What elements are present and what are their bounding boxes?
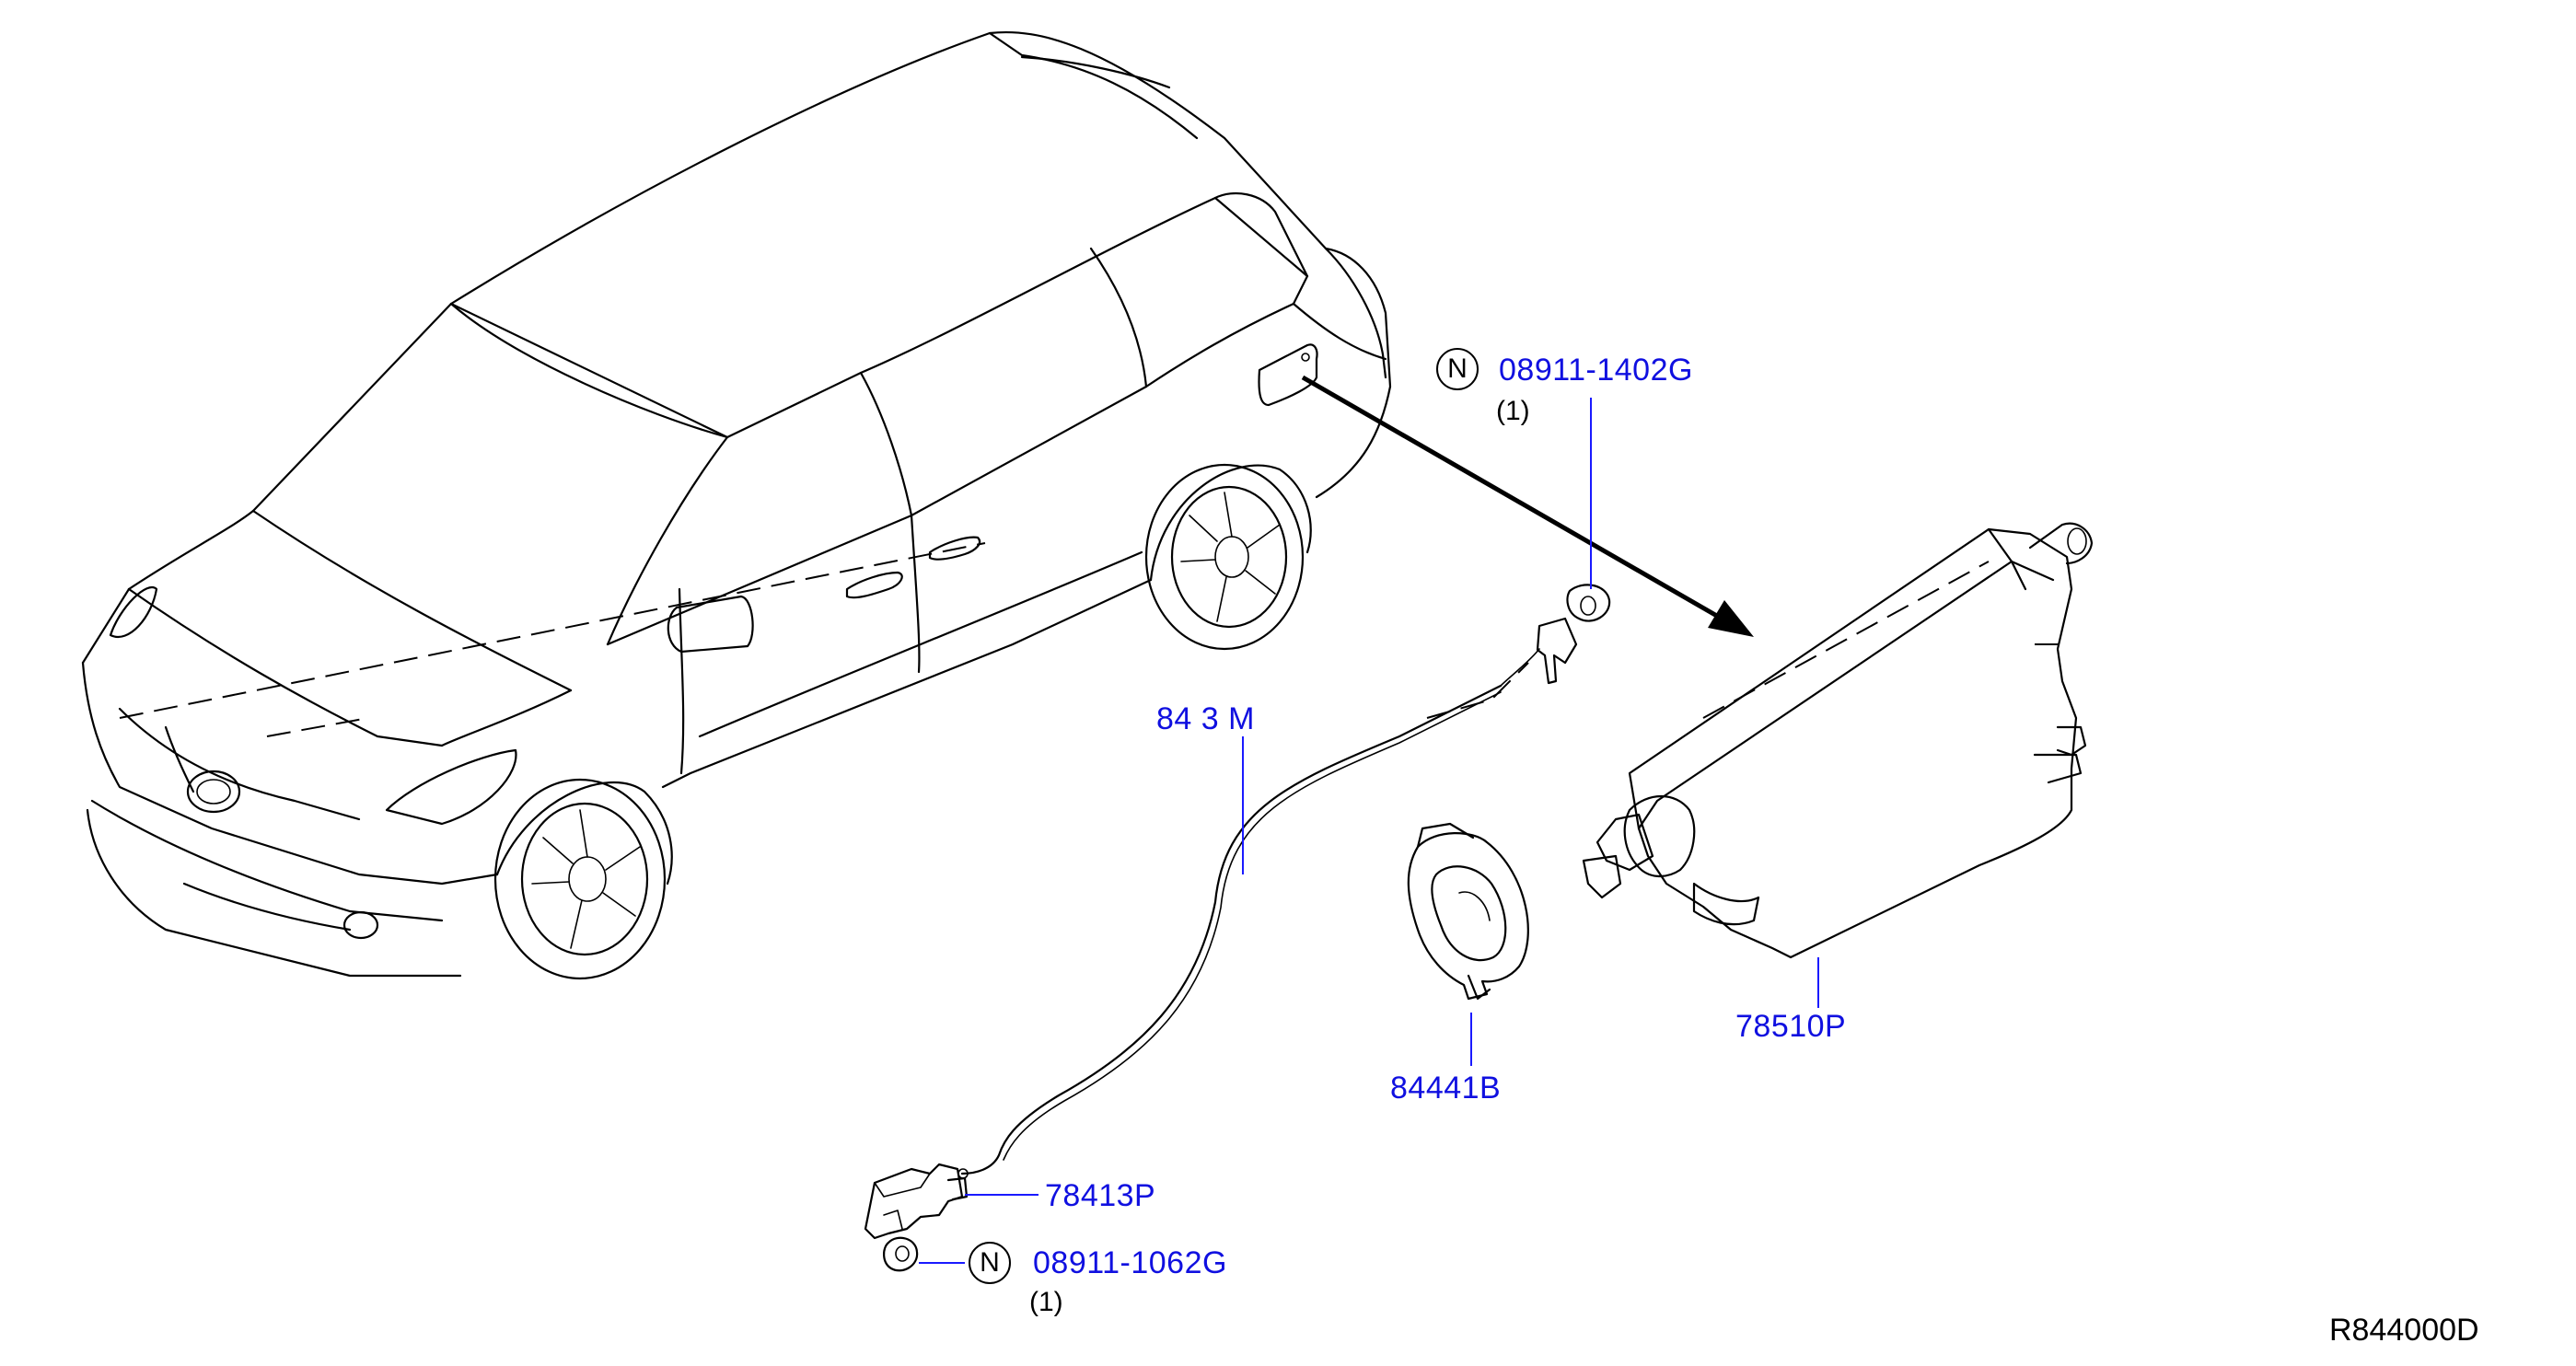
opener-lever <box>864 1163 969 1272</box>
leader-lines <box>919 398 1819 1264</box>
part-number-78510P[interactable]: 78510P <box>1735 1009 1847 1044</box>
quantity-nut-top: (1) <box>1496 396 1530 426</box>
filler-lid-base <box>1407 822 1529 1001</box>
part-number-84441B[interactable]: 84441B <box>1390 1071 1502 1106</box>
part-number-78413P[interactable]: 78413P <box>1045 1178 1156 1213</box>
part-number-08911-1402G[interactable]: 08911-1402G <box>1499 353 1693 388</box>
part-number-08911-1062G[interactable]: 08911-1062G <box>1033 1245 1227 1280</box>
part-number-cable[interactable]: 84 3 M <box>1156 701 1255 736</box>
diagram-reference-code: R844000D <box>2329 1313 2479 1348</box>
quantity-nut-bottom: (1) <box>1029 1287 1063 1317</box>
n-badge-nut-top: N <box>1436 348 1479 390</box>
n-badge-nut-bottom: N <box>969 1242 1011 1284</box>
vehicle-outline <box>81 30 1529 980</box>
locator-arrow <box>1301 375 1754 637</box>
nut-and-cable-end-top <box>1500 584 1611 687</box>
fuel-filler-lid-assembly <box>1582 522 2094 959</box>
